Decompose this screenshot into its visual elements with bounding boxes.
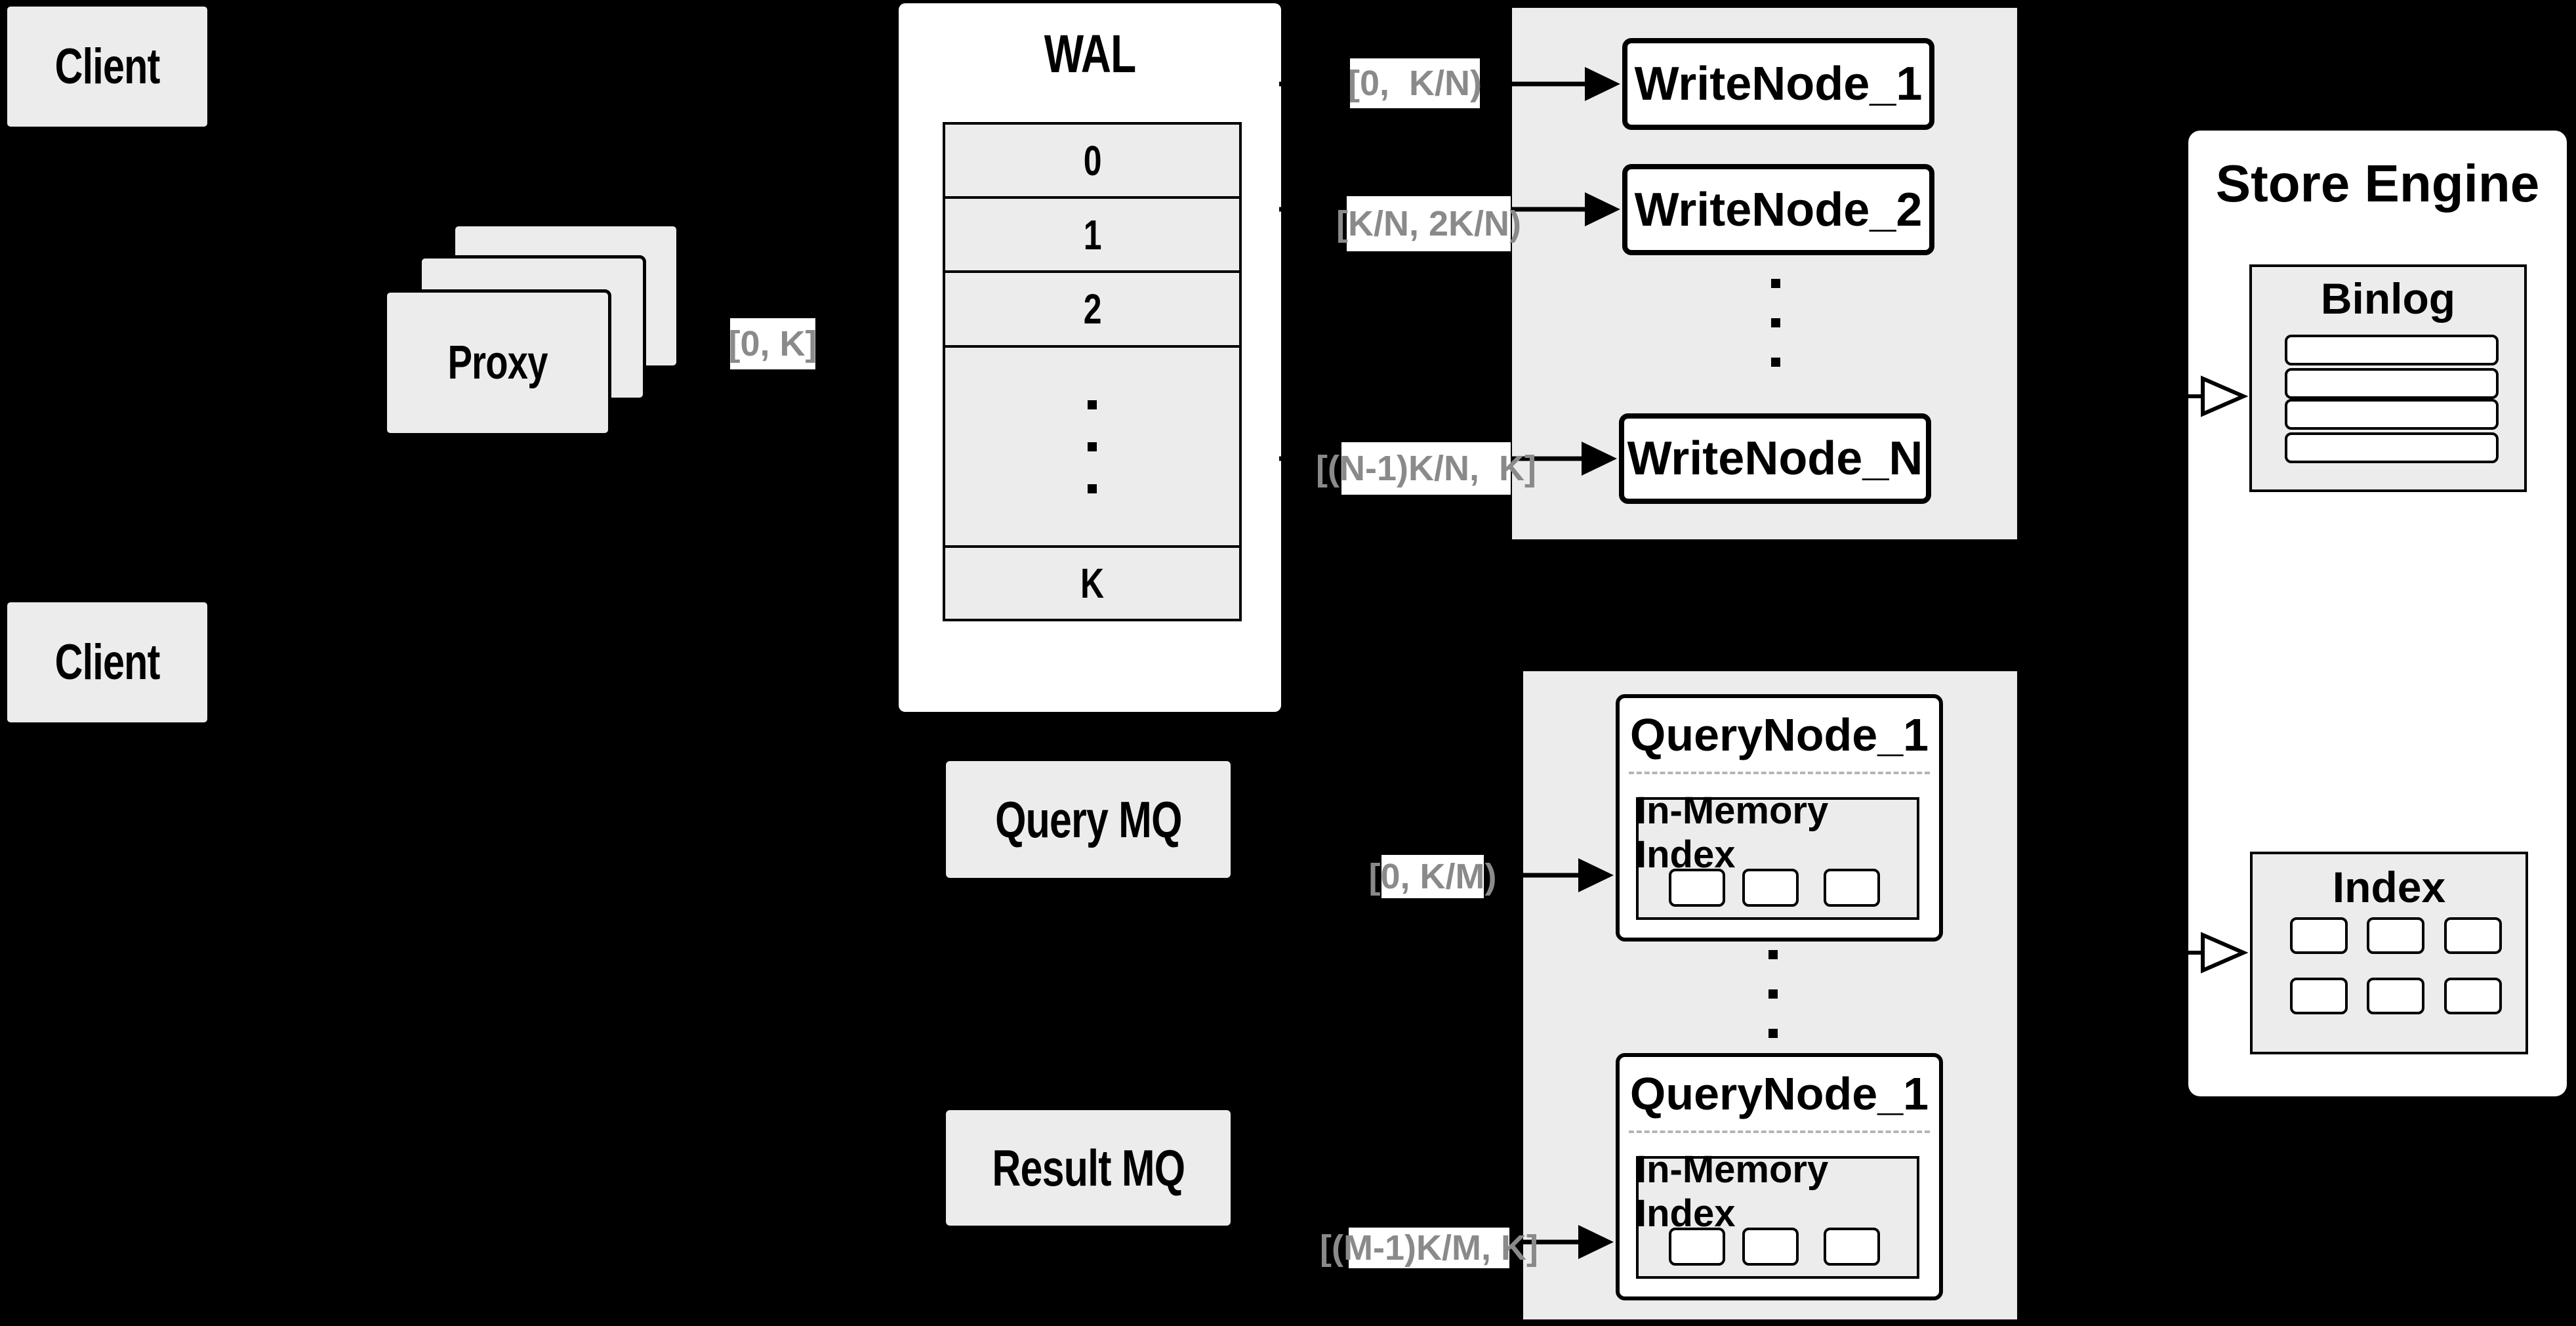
ellipsis-icon [1768,950,1778,1038]
wal-segment-k: K [1080,560,1104,607]
client-top-label: Client [54,39,161,94]
binlog-title: Binlog [2320,274,2456,323]
write-node-n-label: WriteNode_N [1627,432,1923,485]
in-memory-index-title-1: In-Memory Index [1636,789,1919,876]
in-memory-slot [1824,869,1880,907]
edge-label-wal-write-1: [0, K/N) [1348,58,1482,108]
index-slot [2444,917,2502,954]
wal-segment-1: 1 [1083,211,1102,259]
wal-segment-row: 0 [943,122,1242,199]
binlog-slot [2285,399,2499,430]
query-node-2-title: QueryNode_1 [1629,1068,1929,1119]
wal-segment-2: 2 [1083,285,1102,333]
ellipsis-icon [1771,279,1780,367]
client-bottom-label: Client [54,634,161,690]
in-memory-index-title-2: In-Memory Index [1636,1148,1919,1235]
proxy-label: Proxy [447,337,548,389]
index-slot [2367,978,2424,1014]
in-memory-slot [1669,1228,1725,1266]
binlog-slot [2285,432,2499,463]
dashed-divider [1629,1130,1930,1133]
index-slot [2290,978,2348,1014]
index-slot [2444,978,2502,1014]
proxy-card-front: Proxy [384,289,611,436]
wal-title: WAL [899,24,1281,84]
edge-label-mq-query-1: [0, K/M) [1369,855,1497,898]
binlog-slot [2285,335,2499,365]
wal-ellipsis-row [943,345,1242,548]
write-node-1: WriteNode_1 [1622,38,1934,130]
edge-label-mq-query-2: [(M-1)K/M, K] [1320,1228,1538,1268]
store-engine-title: Store Engine [2215,154,2540,213]
index-slot [2367,917,2424,954]
index-title: Index [2332,863,2446,911]
edge-label-proxy-to-wal: [0, K] [729,318,817,369]
ellipsis-icon [1088,400,1097,493]
result-mq-label: Result MQ [992,1138,1185,1197]
write-node-2: WriteNode_2 [1622,164,1934,255]
edge-label-wal-write-2: [K/N, 2K/N) [1336,196,1521,251]
query-mq-box: Query MQ [946,761,1231,878]
index-slot [2290,917,2348,954]
in-memory-slot [1669,869,1725,907]
query-node-1-title: QueryNode_1 [1629,709,1929,760]
write-node-n: WriteNode_N [1619,413,1931,504]
edge-label-wal-write-3: [(N-1)K/N, K] [1316,442,1536,495]
wal-segment-row: 2 [943,270,1242,348]
wal-segment-0: 0 [1083,136,1102,184]
result-mq-box: Result MQ [946,1110,1231,1226]
dashed-divider [1629,772,1930,774]
write-node-2-label: WriteNode_2 [1634,183,1923,236]
binlog-slot [2285,368,2499,399]
write-node-1-label: WriteNode_1 [1634,58,1923,110]
in-memory-slot [1742,869,1799,907]
client-box-top: Client [5,5,209,129]
wal-segment-row: 1 [943,196,1242,273]
wal-segment-table: 0 1 2 K [943,122,1242,621]
wal-title-text: WAL [1044,24,1137,84]
in-memory-slot [1742,1228,1799,1266]
in-memory-slot [1824,1228,1880,1266]
client-box-bottom: Client [5,600,209,724]
wal-segment-row: K [943,545,1242,621]
query-mq-label: Query MQ [994,790,1182,848]
